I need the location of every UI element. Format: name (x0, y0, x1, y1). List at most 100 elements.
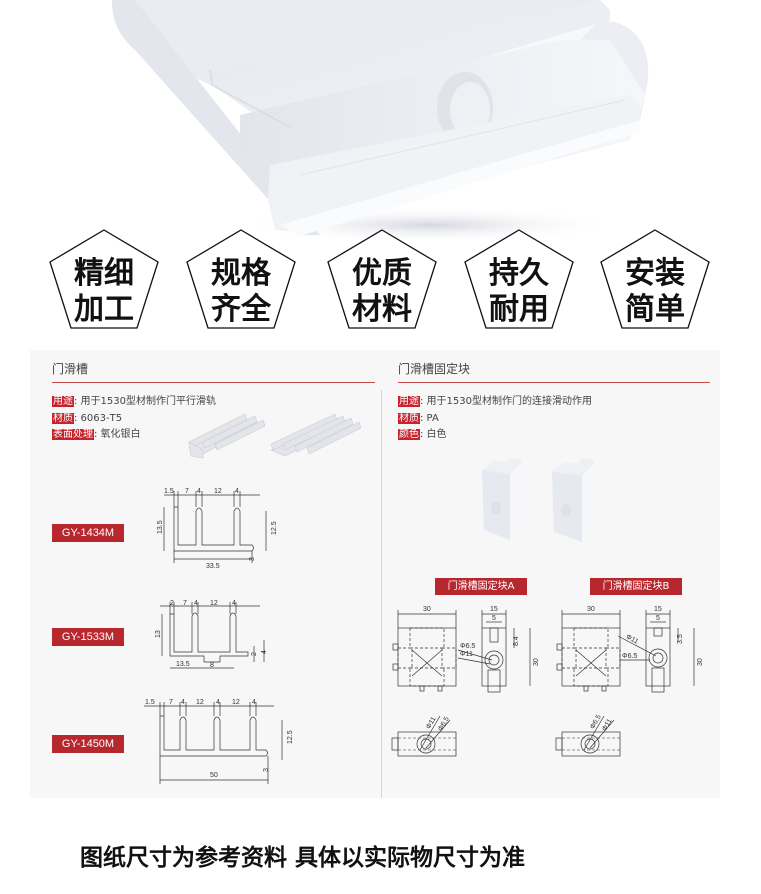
spec-label: 表面处理 (52, 429, 94, 440)
dim-label: 50 (210, 772, 218, 779)
dim-label: Φ11 (625, 633, 640, 645)
block-a-drawing: 30 15 5 8.4 30 Φ6.5 Φ11 Φ11 Φ6.5 (391, 606, 540, 757)
dim-label: 12 (232, 699, 240, 706)
spec-label: 材质 (52, 413, 74, 424)
model-badge-gy-1533m: GY-1533M (52, 628, 124, 646)
dim-label: 15 (490, 606, 498, 613)
dim-label: 8.4 (513, 636, 520, 646)
profile-drawing-gy-1434m: 1.5 7 4 12 4 13.5 12.5 3 33.5 (157, 488, 278, 570)
spec-label: 用途 (398, 396, 420, 407)
spec-usage: 用途: 用于1530型材制作门平行滑轨 (52, 395, 216, 409)
fixing-block-section: 门滑槽固定块 用途: 用于1530型材制作门的连接滑动作用 材质: PA 颜色:… (378, 350, 720, 798)
dim-label: 4 (181, 699, 185, 706)
dim-label: 13 (155, 630, 162, 638)
pentagon-icon (600, 229, 710, 329)
spec-value: : PA (420, 413, 439, 424)
model-badge-gy-1434m: GY-1434M (52, 524, 124, 542)
block-b-drawing: 30 15 5 3.5 30 Φ11 Φ6.5 Φ6.5 Φ11 (555, 606, 704, 757)
block-a-badge: 门滑槽固定块A (435, 578, 527, 595)
dim-label: Φ11 (601, 718, 614, 733)
dim-label: 4 (216, 699, 220, 706)
pentagon-icon (186, 229, 296, 329)
feature-text-line2: 耐用 (489, 292, 549, 327)
spec-value: : 6063-T5 (74, 413, 123, 424)
spec-label: 材质 (398, 413, 420, 424)
dim-label: 30 (533, 658, 540, 666)
feature-badge: 优质材料 (325, 228, 439, 332)
feature-text-line2: 简单 (625, 292, 685, 327)
dim-label: 12 (196, 699, 204, 706)
spec-usage: 用途: 用于1530型材制作门的连接滑动作用 (398, 395, 592, 409)
profile-drawing-gy-1450m: 1.5 7 4 12 4 12 4 12.5 3 50 (144, 699, 294, 784)
spec-value: : 用于1530型材制作门平行滑轨 (74, 396, 216, 407)
disclaimer-note: 图纸尺寸为参考资料 具体以实际物尺寸为准 (80, 845, 526, 871)
dim-label: 2 (170, 600, 174, 607)
spec-surface: 表面处理: 氧化银白 (52, 428, 141, 442)
dim-label: 13.5 (157, 520, 164, 534)
block-b-badge: 门滑槽固定块B (590, 578, 682, 595)
hero-product-photo (0, 0, 761, 240)
dim-label: 4 (235, 488, 239, 495)
section-title: 门滑槽 (52, 362, 89, 376)
feature-badge: 精细加工 (47, 228, 161, 332)
dim-label: 12.5 (271, 521, 278, 535)
feature-text-line2: 加工 (74, 292, 134, 327)
dim-label: 4 (232, 600, 236, 607)
dim-label: 4 (197, 488, 201, 495)
dim-label: 3 (263, 768, 270, 772)
dim-label: 30 (423, 606, 431, 613)
feature-badge: 规格齐全 (184, 228, 298, 332)
pentagon-icon (464, 229, 574, 329)
spec-label: 颜色 (398, 429, 420, 440)
column-divider (381, 390, 382, 798)
dim-label: 13.5 (176, 661, 190, 668)
feature-text-line2: 齐全 (211, 292, 271, 327)
dim-label: 12 (210, 600, 218, 607)
dim-label: Φ11 (460, 651, 473, 658)
pentagon-icon (49, 229, 159, 329)
spec-color: 颜色: 白色 (398, 428, 447, 442)
product-photo-icon (112, 0, 649, 240)
feature-text-line1: 持久 (489, 256, 549, 291)
dim-label: Φ6.5 (460, 643, 475, 650)
feature-text-line1: 优质 (352, 256, 412, 291)
spec-value: : 氧化银白 (94, 429, 141, 440)
section-rule (398, 382, 710, 383)
feature-badge: 安装简单 (598, 228, 712, 332)
dim-label: 5 (492, 615, 496, 622)
feature-text-line1: 安装 (625, 256, 685, 291)
dim-label: 4 (194, 600, 198, 607)
dim-label: 2 (251, 652, 258, 656)
dim-label: 4 (261, 650, 268, 654)
feature-text-line1: 精细 (74, 256, 134, 291)
dim-label: Φ6.5 (622, 653, 637, 660)
dim-label: 15 (654, 606, 662, 613)
door-channel-section: 门滑槽 用途: 用于1530型材制作门平行滑轨 材质: 6063-T5 表面处理… (30, 350, 375, 798)
spec-material: 材质: PA (398, 412, 439, 426)
model-badge-gy-1450m: GY-1450M (52, 735, 124, 753)
dim-label: 7 (169, 699, 173, 706)
dim-label: 3 (249, 557, 256, 561)
pentagon-icon (327, 229, 437, 329)
dim-label: 4 (252, 699, 256, 706)
profile-drawing-gy-1533m: 2 7 4 12 4 13 2 4 13.5 8 (155, 600, 268, 669)
feature-text-line1: 规格 (211, 256, 271, 291)
dim-label: 7 (183, 600, 187, 607)
dim-label: 12 (214, 488, 222, 495)
dim-label: 12.5 (287, 730, 294, 744)
dim-label: 30 (587, 606, 595, 613)
channel-render-icon (188, 413, 362, 459)
spec-value: : 白色 (420, 429, 447, 440)
dim-label: 33.5 (206, 563, 220, 570)
section-title: 门滑槽固定块 (398, 362, 471, 376)
spec-material: 材质: 6063-T5 (52, 412, 122, 426)
dim-label: Φ6.5 (437, 716, 451, 733)
feature-badge: 持久耐用 (462, 228, 576, 332)
dim-label: 5 (656, 615, 660, 622)
spec-value: : 用于1530型材制作门的连接滑动作用 (420, 396, 592, 407)
feature-badges: 精细加工 规格齐全 优质材料 持久耐用 安装简单 (0, 228, 761, 338)
feature-text-line2: 材料 (352, 292, 412, 327)
dim-label: 7 (185, 488, 189, 495)
dim-label: 1.5 (145, 699, 155, 706)
spec-label: 用途 (52, 396, 74, 407)
